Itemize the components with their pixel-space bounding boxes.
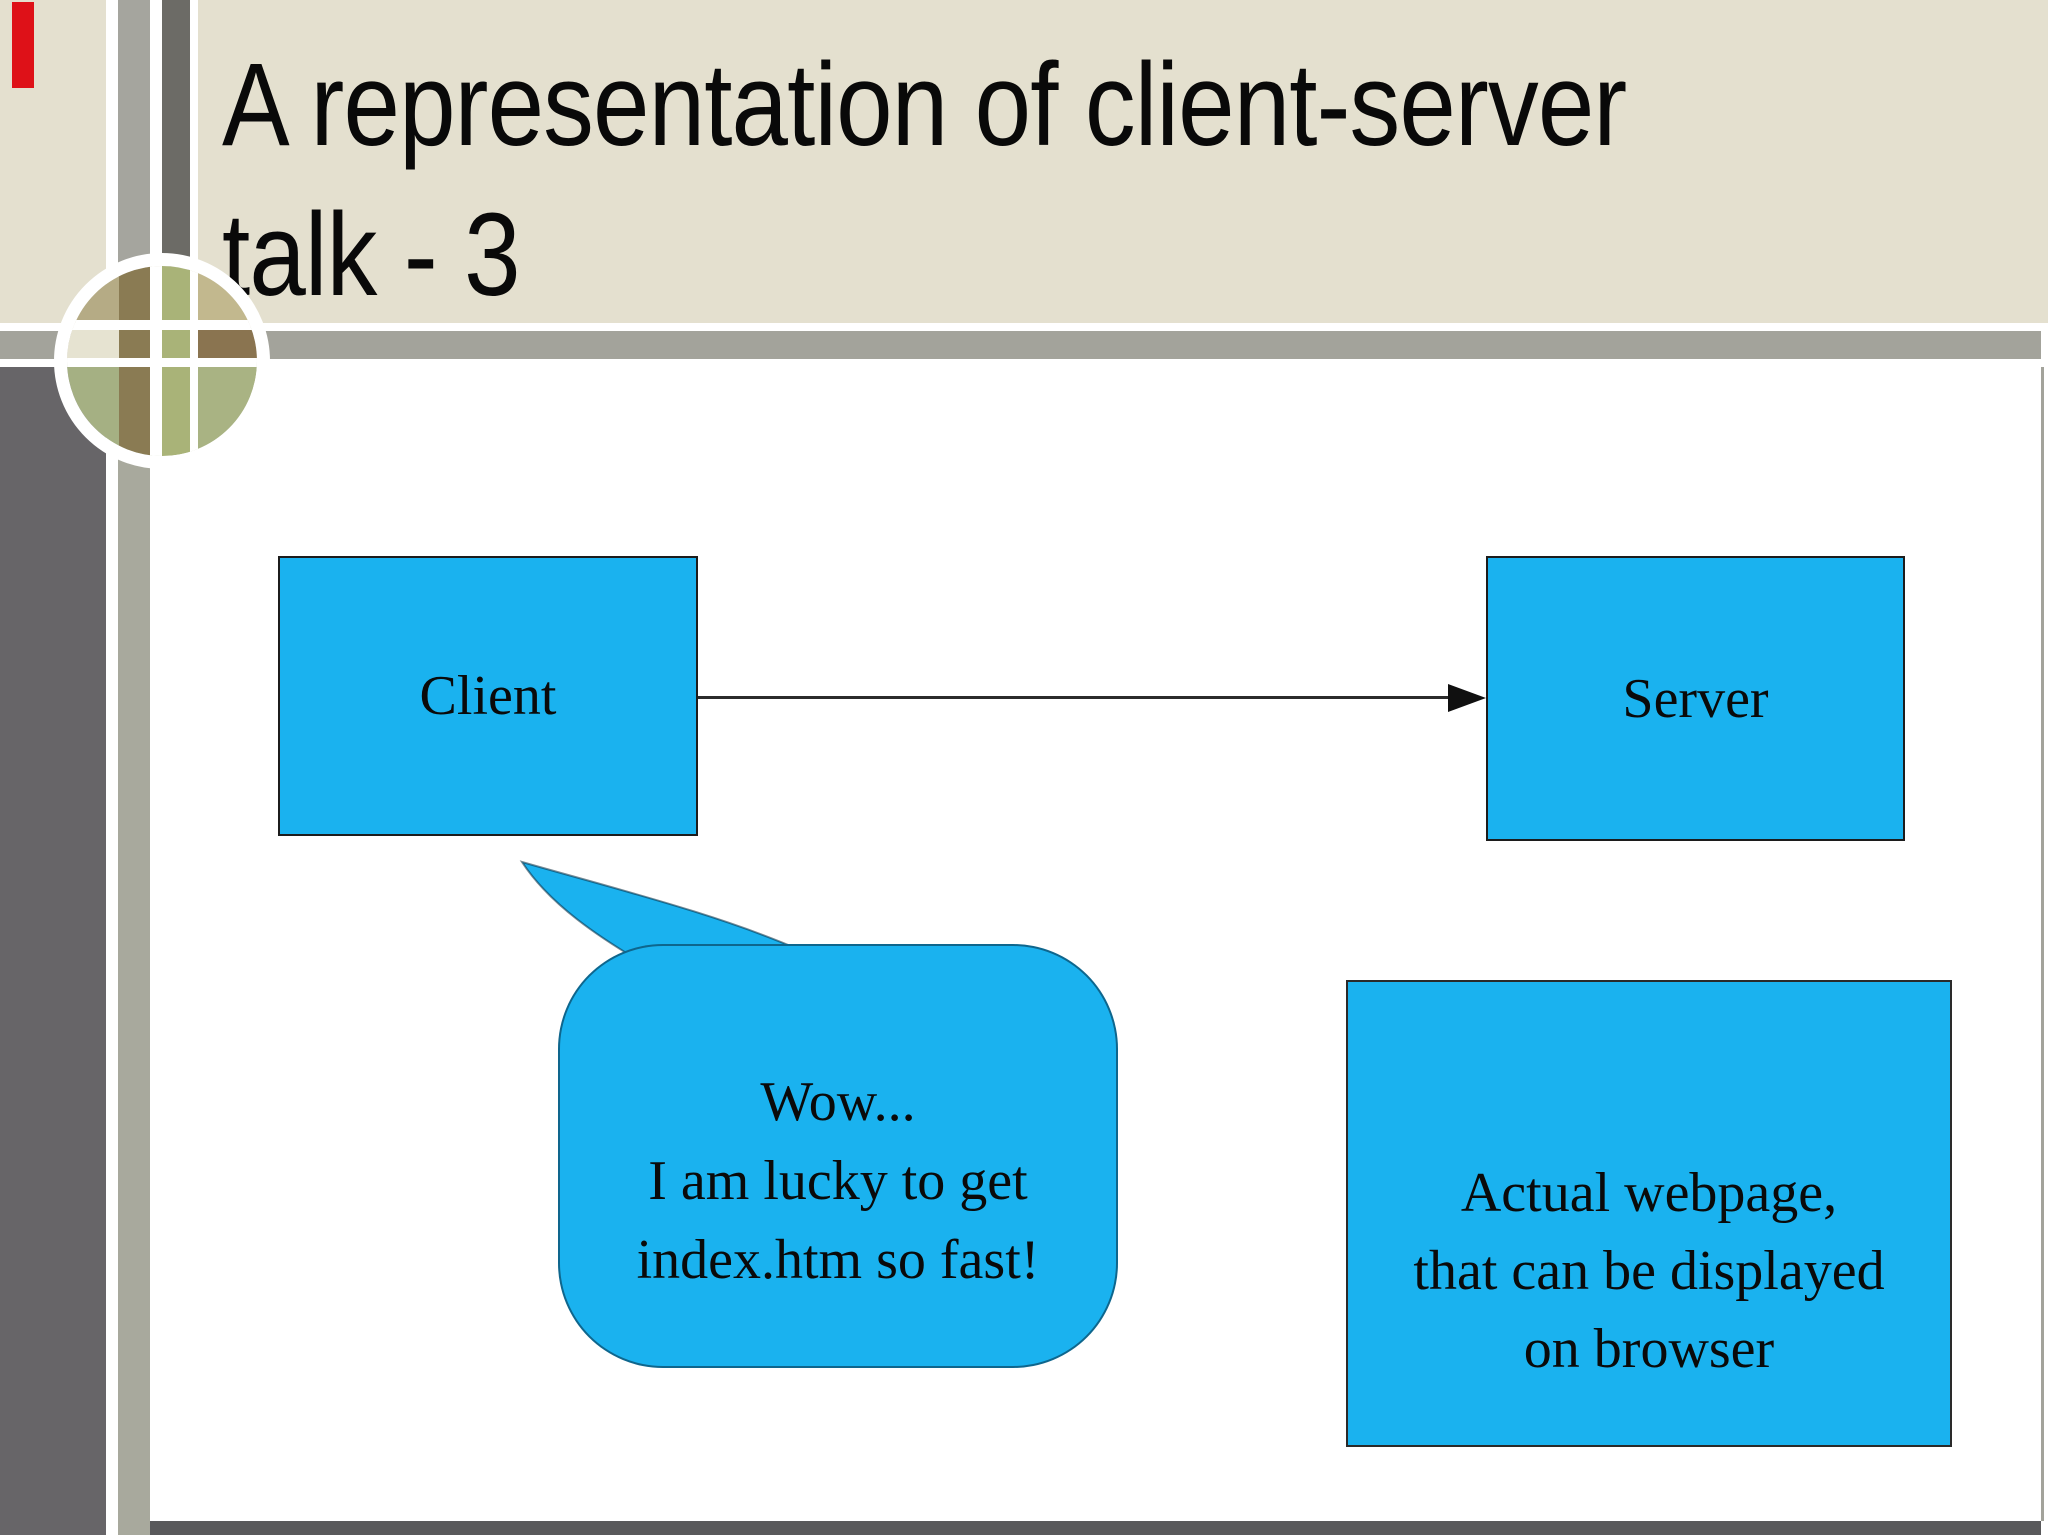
- header-band: [0, 0, 2048, 323]
- circle-white-ring: [54, 253, 270, 469]
- bubble-line: index.htm so fast!: [636, 1228, 1040, 1291]
- client-node-label: Client: [419, 665, 557, 727]
- client-node: Client: [278, 556, 698, 836]
- slide-title-line2: talk - 3: [222, 189, 521, 321]
- server-node: Server: [1486, 556, 1905, 841]
- slide-title: A representation of client-server talk -…: [222, 30, 1856, 330]
- result-line: on browser: [1523, 1318, 1775, 1380]
- result-line: that can be displayed: [1413, 1240, 1885, 1302]
- slide-title-line1: A representation of client-server: [222, 39, 1627, 171]
- bottom-gray-bar: [150, 1521, 2041, 1535]
- arrowhead-icon: [1448, 684, 1486, 712]
- left-dark-column: [0, 367, 106, 1535]
- client-to-server-arrow-line: [698, 696, 1448, 699]
- webpage-result-box: Actual webpage, that can be displayed on…: [1346, 980, 1952, 1447]
- right-edge-line: [2041, 367, 2044, 1521]
- vertical-white-stripe: [150, 0, 162, 331]
- vertical-white-stripe: [106, 0, 118, 1535]
- result-line: Actual webpage,: [1460, 1162, 1838, 1224]
- bubble-line: I am lucky to get: [648, 1149, 1028, 1212]
- server-node-label: Server: [1622, 667, 1769, 730]
- client-speech-bubble: Wow... I am lucky to get index.htm so fa…: [558, 944, 1118, 1368]
- red-marker-bar: [12, 2, 34, 88]
- vertical-white-stripe: [190, 0, 198, 331]
- vertical-olive-stripe-body: [118, 367, 150, 1535]
- bubble-line: Wow...: [760, 1070, 916, 1133]
- horizontal-white-line: [0, 323, 2048, 331]
- horizontal-gray-bar: [0, 331, 2041, 359]
- horizontal-white-line: [0, 359, 2048, 367]
